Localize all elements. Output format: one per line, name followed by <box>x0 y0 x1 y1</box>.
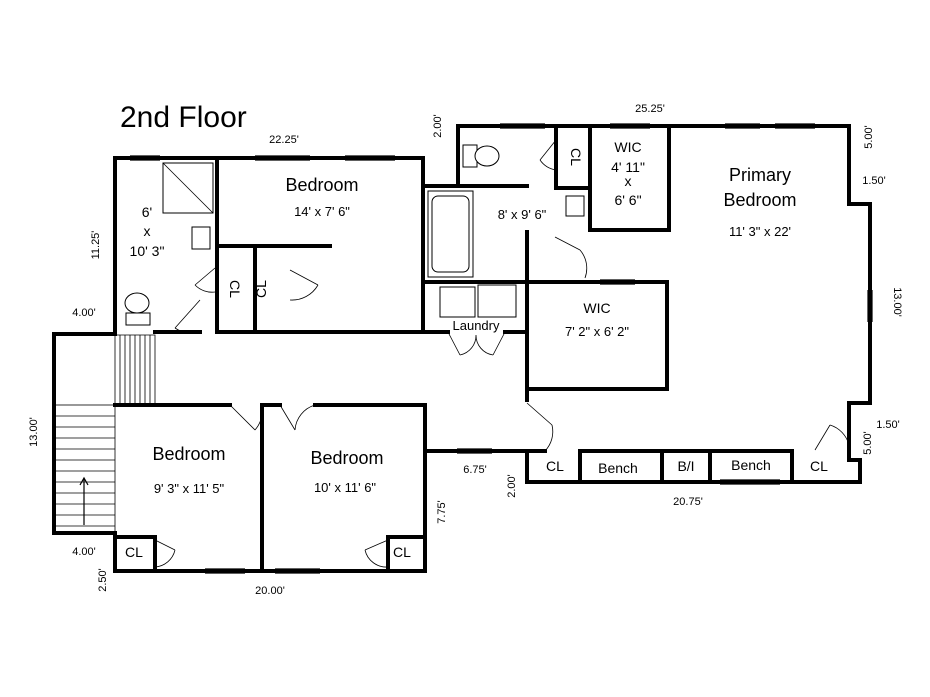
fixtures <box>53 144 585 534</box>
measurement: 25.25' <box>635 103 665 115</box>
measurement: 2.00' <box>432 114 444 138</box>
wic-mid-name: WIC <box>583 300 610 316</box>
wic-top-height: 6' 6" <box>614 192 641 208</box>
primary-name-line2: Bedroom <box>723 190 796 210</box>
wic-top-name: WIC <box>614 139 641 155</box>
built-in-label: B/I <box>677 458 694 474</box>
measurement: 13.00' <box>28 417 40 447</box>
measurement: 2.50' <box>97 568 109 592</box>
measurement: 20.75' <box>673 496 703 508</box>
closet-label: CL <box>810 458 828 474</box>
bath-left-height: 10' 3" <box>130 243 165 259</box>
windows <box>130 123 873 574</box>
measurement: 4.00' <box>72 546 96 558</box>
stairs <box>53 334 156 534</box>
measurement: 1.50' <box>862 175 886 187</box>
measurement: 1.50' <box>876 419 900 431</box>
measurement: 6.75' <box>463 464 487 476</box>
bath-main-size: 8' x 9' 6" <box>498 207 547 222</box>
dryer-icon <box>477 284 517 318</box>
measurement: 22.25' <box>269 134 299 146</box>
bedroom-top-name: Bedroom <box>285 175 358 195</box>
toilet-icon <box>462 144 500 168</box>
measurement: 2.00' <box>506 474 518 498</box>
measurement: 7.75' <box>436 500 448 524</box>
floor-title: 2nd Floor <box>120 101 247 134</box>
bath-left-width: 6' <box>142 204 152 220</box>
doors <box>154 139 850 568</box>
bathtub-icon <box>427 190 474 278</box>
bench-label: Bench <box>731 457 771 473</box>
closet-label: CL <box>568 148 584 166</box>
toilet-icon <box>124 292 151 326</box>
closet-label: CL <box>125 544 143 560</box>
room-labels: Bedroom 14' x 7' 6" 6' x 10' 3" 8' x 9' … <box>130 139 797 496</box>
closet-label: CL <box>393 544 411 560</box>
laundry-label: Laundry <box>453 318 500 333</box>
primary-size: 11' 3" x 22' <box>729 224 791 239</box>
measurement: 13.00' <box>891 287 903 317</box>
measurement: 4.00' <box>72 307 96 319</box>
bedroom-bl-name: Bedroom <box>152 444 225 464</box>
closet-label: CL <box>546 458 564 474</box>
bench-label: Bench <box>598 460 638 476</box>
measurement: 5.00' <box>862 431 874 455</box>
sink-icon <box>191 226 211 250</box>
washer-icon <box>439 286 476 318</box>
bedroom-bm-name: Bedroom <box>310 448 383 468</box>
closet-label: CL <box>253 280 269 298</box>
stair-direction-arrow <box>79 476 89 525</box>
primary-name-line1: Primary <box>729 165 791 185</box>
measurement: 20.00' <box>255 585 285 597</box>
closet-labels: CL CL CL CL Bench B/I Bench CL CL CL <box>125 148 828 560</box>
bedroom-top-size: 14' x 7' 6" <box>294 204 350 219</box>
closet-label: CL <box>227 280 243 298</box>
measurement: 11.25' <box>90 231 102 260</box>
measurements: 25.25' 22.25' 2.00' 5.00' 1.50' 11.25' 4… <box>28 103 903 597</box>
sink-icon <box>565 195 585 217</box>
bath-left-x: x <box>144 223 151 239</box>
bedroom-bm-size: 10' x 11' 6" <box>314 480 376 495</box>
bedroom-bl-size: 9' 3" x 11' 5" <box>154 481 225 496</box>
wic-mid-size: 7' 2" x 6' 2" <box>565 324 629 339</box>
wic-top-width: 4' 11" <box>611 159 645 175</box>
wic-top-x: x <box>625 173 632 189</box>
measurement: 5.00' <box>863 125 875 149</box>
